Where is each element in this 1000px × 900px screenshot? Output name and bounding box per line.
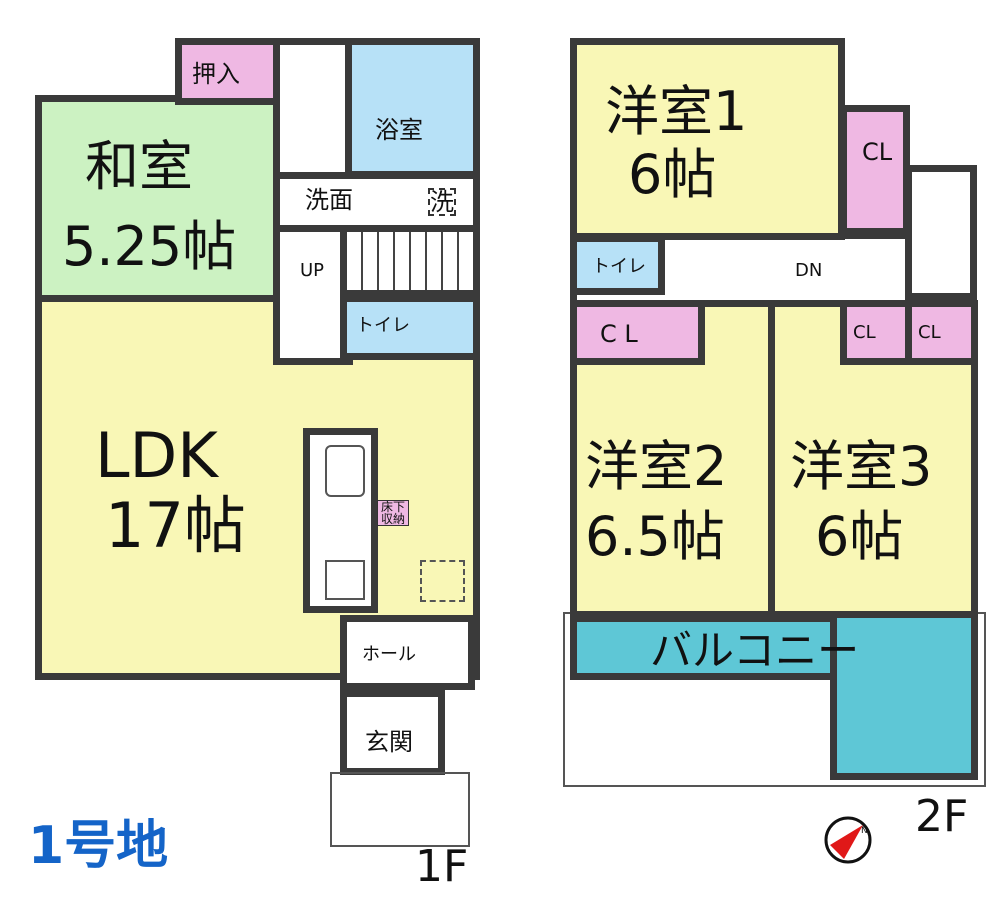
ldk-size: 17帖 bbox=[105, 489, 246, 562]
toilet-1f-label: トイレ bbox=[356, 315, 410, 336]
closet-room3b bbox=[905, 300, 978, 365]
lot-label: 1号地 bbox=[28, 816, 169, 876]
stairs-2f bbox=[905, 165, 977, 300]
hall-label: ホール bbox=[362, 644, 416, 665]
washer-label: 洗 bbox=[428, 188, 456, 216]
room2-name: 洋室2 bbox=[585, 435, 728, 498]
compass-north-label: N bbox=[861, 826, 868, 836]
closet-room3b-label: CL bbox=[918, 322, 941, 343]
bathroom bbox=[345, 38, 480, 178]
balcony-extension bbox=[830, 615, 978, 780]
laundry-space bbox=[273, 38, 353, 183]
washitsu-room bbox=[35, 95, 280, 302]
stove bbox=[325, 560, 365, 600]
entrance-label: 玄関 bbox=[365, 728, 413, 756]
room3-name: 洋室3 bbox=[790, 435, 933, 498]
floor2-label: 2F bbox=[915, 791, 969, 842]
floor1-label: 1F bbox=[415, 841, 469, 892]
room3-size: 6帖 bbox=[815, 505, 904, 568]
stairs-up-label: UP bbox=[300, 260, 325, 281]
room2-size: 6.5帖 bbox=[585, 505, 725, 568]
ldk-name: LDK bbox=[95, 419, 218, 492]
washitsu-name: 和室 bbox=[85, 135, 193, 198]
hatch-mark bbox=[420, 560, 465, 602]
toilet-2f bbox=[570, 235, 665, 295]
closet-room3a bbox=[840, 300, 912, 365]
stairs-1f bbox=[340, 225, 480, 297]
closet-room2 bbox=[570, 300, 705, 365]
closet-room3a-label: CL bbox=[853, 322, 876, 343]
compass-icon: N bbox=[823, 815, 873, 865]
underfloor-storage: 床下収納 bbox=[377, 500, 409, 526]
balcony-label: バルコニー bbox=[650, 626, 860, 675]
stairs-dn-label: DN bbox=[795, 260, 823, 281]
oshiire-label: 押入 bbox=[192, 60, 240, 88]
toilet-2f-label: トイレ bbox=[592, 256, 646, 277]
sink bbox=[325, 445, 365, 497]
hall bbox=[340, 615, 475, 690]
entrance bbox=[340, 690, 445, 775]
washroom-label: 洗面 bbox=[305, 186, 353, 214]
entrance-door[interactable] bbox=[330, 772, 470, 847]
closet-room1 bbox=[840, 105, 910, 235]
room1-name: 洋室1 bbox=[605, 80, 748, 143]
bath-label: 浴室 bbox=[375, 116, 423, 144]
washitsu-size: 5.25帖 bbox=[62, 215, 237, 278]
kitchen-counter bbox=[303, 428, 378, 613]
room1-size: 6帖 bbox=[628, 143, 717, 206]
toilet-1f bbox=[340, 295, 480, 360]
closet-room1-label: CL bbox=[862, 138, 893, 166]
closet-room2-label: C L bbox=[600, 320, 638, 348]
